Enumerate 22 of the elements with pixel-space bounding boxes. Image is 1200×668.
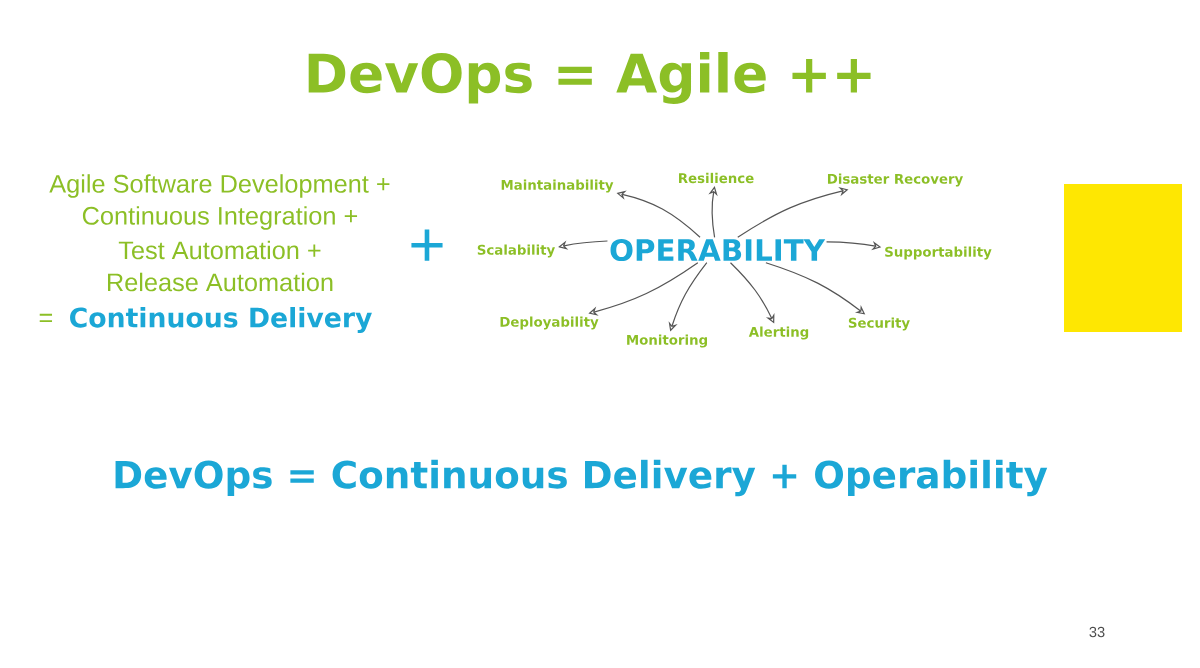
formula-line: Test Automation + (118, 240, 321, 260)
quality-label: Supportability (885, 246, 992, 260)
quality-label: Resilience (679, 172, 754, 184)
plus-sign: + (411, 229, 443, 261)
quality-label: Security (848, 317, 910, 331)
title: DevOps = Agile ++ (308, 52, 871, 104)
quality-label: Monitoring (627, 334, 707, 348)
quality-label: Scalability (477, 244, 555, 258)
central-concept-text: OPERABILITY (610, 238, 826, 262)
quality-label: Maintainability (501, 179, 614, 193)
formula-line: Agile Software Development + (49, 174, 390, 198)
equals-sign: = (39, 313, 53, 322)
quality-label: Alerting (748, 326, 809, 340)
formula-line: Release Automation (108, 272, 333, 292)
quality-label: Deployability (500, 316, 599, 330)
equation-text: DevOps = Continuous Delivery + Operability (115, 459, 1048, 497)
quality-label: Disaster Recovery (828, 173, 963, 187)
result-text: Continuous Delivery (70, 307, 372, 333)
arrow (558, 240, 609, 250)
arrow (708, 186, 718, 238)
formula-line: Continuous Integration + (82, 206, 358, 230)
page-number: 33 (1089, 626, 1105, 638)
